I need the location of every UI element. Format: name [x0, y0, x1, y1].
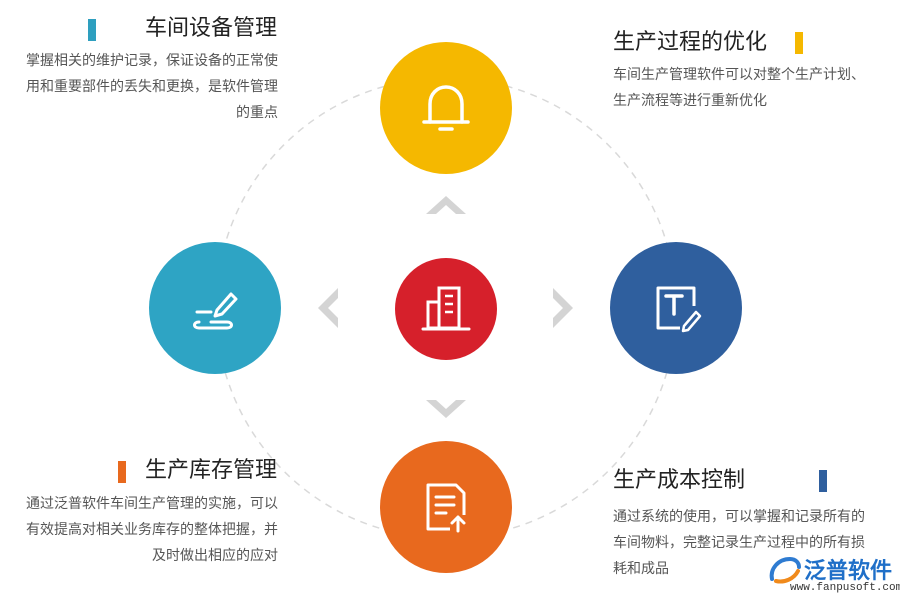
bell-icon: [422, 85, 470, 131]
accent-bar-cost: [819, 470, 827, 492]
title-process-optimization: 生产过程的优化: [613, 30, 768, 55]
arrow-up-icon: [426, 196, 466, 214]
arrow-left-icon: [318, 288, 338, 328]
document-upload-icon: [426, 483, 466, 533]
title-inventory-management: 生产库存管理: [144, 458, 277, 483]
accent-bar-inventory: [118, 461, 126, 483]
desc-equipment-management: 掌握相关的维护记录，保证设备的正常使用和重要部件的丢失和更换，是软件管理的重点: [26, 53, 278, 121]
accent-bar-process: [795, 32, 803, 54]
building-icon: [421, 286, 471, 331]
circle-bottom: [380, 441, 512, 573]
desc-process-optimization: 车间生产管理软件可以对整个生产计划、生产流程等进行重新优化: [613, 67, 865, 109]
desc-cost-control: 通过系统的使用，可以掌握和记录所有的车间物料，完整记录生产过程中的所有损耗和成品: [613, 509, 865, 577]
watermark-url: www.fanpusoft.com: [790, 582, 900, 594]
circle-left: [149, 242, 281, 374]
arrow-down-icon: [426, 400, 466, 418]
circle-top: [380, 42, 512, 174]
text-edit-icon: [656, 286, 702, 333]
circle-center: [395, 258, 497, 360]
circle-right: [610, 242, 742, 374]
pen-icon: [193, 292, 238, 330]
fanpu-logo-icon: [769, 556, 801, 584]
arrow-right-icon: [553, 288, 573, 328]
watermark-name: 泛普软件: [804, 559, 893, 584]
title-equipment-management: 车间设备管理: [144, 16, 277, 41]
desc-inventory-management: 通过泛普软件车间生产管理的实施，可以有效提高对相关业务库存的整体把握，并及时做出…: [26, 496, 278, 564]
accent-bar-equipment: [88, 19, 96, 41]
title-cost-control: 生产成本控制: [613, 468, 746, 493]
